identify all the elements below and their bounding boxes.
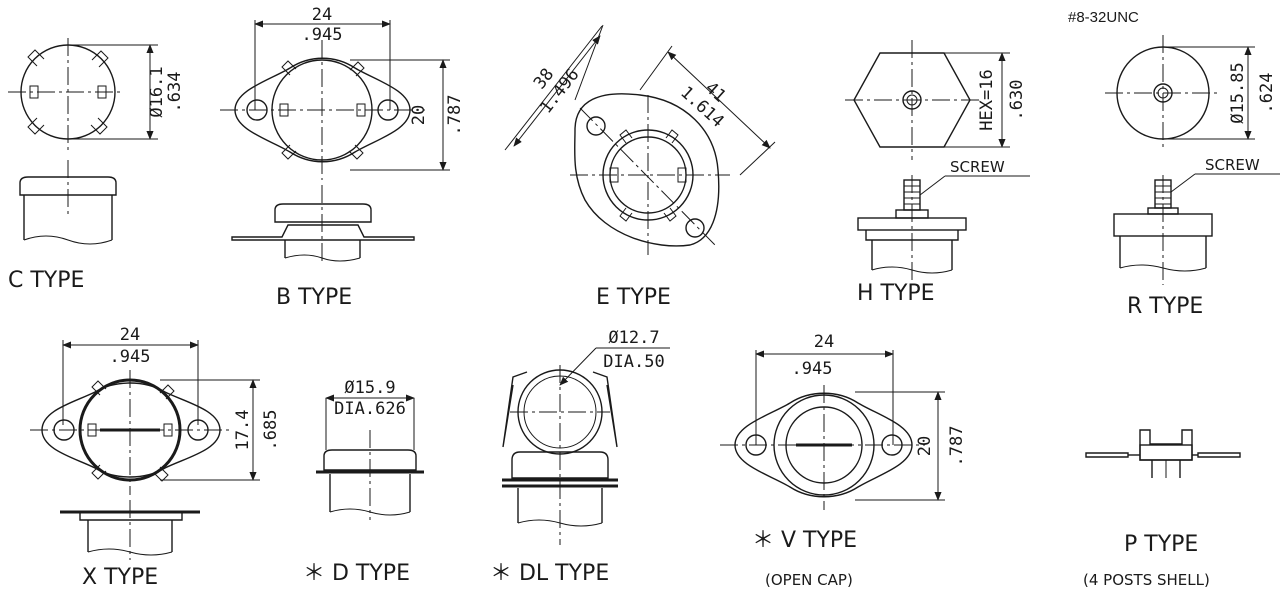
p-type-sub: (4 POSTS SHELL) xyxy=(1083,571,1210,589)
r-type-top-view xyxy=(1105,35,1220,150)
x-type-side-view xyxy=(60,500,200,560)
r-type-dim-mm: Ø15.85 xyxy=(1228,62,1248,123)
x-type-width-mm: 24 xyxy=(120,325,140,345)
v-type-sub: (OPEN CAP) xyxy=(765,571,853,589)
p-type-side-view xyxy=(1085,429,1241,478)
v-type-width-in: .945 xyxy=(792,359,833,379)
b-type-label: B TYPE xyxy=(276,285,352,310)
x-type-drawing: 24 .945 17.4 .685 X xyxy=(30,325,281,590)
dl-type-side-view xyxy=(502,365,618,545)
r-type-drawing: #8-32UNC Ø15.85 .624 SCREW R TY xyxy=(1068,9,1280,319)
h-type-hex: HEX=16 xyxy=(977,69,997,130)
h-type-side-view xyxy=(857,175,967,285)
h-type-hex-in: .630 xyxy=(1007,80,1027,121)
e-type-label: E TYPE xyxy=(596,285,671,310)
dl-type-drawing: Ø12.7 DIA.50 ＊ DL TYPE xyxy=(490,328,670,586)
r-type-screw-label: SCREW xyxy=(1205,156,1260,174)
d-type-dim-in: DIA.626 xyxy=(334,399,406,419)
b-type-width-mm: 24 xyxy=(312,5,332,25)
c-type-top-view xyxy=(8,38,120,150)
p-type-label: P TYPE xyxy=(1124,532,1198,557)
r-type-dim-in: .624 xyxy=(1257,73,1277,114)
dl-type-label: ＊ DL TYPE xyxy=(490,561,609,586)
v-type-height-in: .787 xyxy=(947,426,967,467)
dl-type-dim-in: DIA.50 xyxy=(603,352,664,372)
c-type-label: C TYPE xyxy=(8,268,84,293)
x-type-label: X TYPE xyxy=(82,565,158,590)
d-type-label: ＊ D TYPE xyxy=(303,561,410,586)
dl-type-dim-mm: Ø12.7 xyxy=(608,328,659,348)
h-type-screw-label: SCREW xyxy=(950,158,1005,176)
h-type-label: H TYPE xyxy=(857,281,935,306)
c-type-drawing: Ø16.1 .634 C TYPE xyxy=(8,38,185,293)
p-type-drawing: P TYPE (4 POSTS SHELL) xyxy=(1083,429,1241,589)
x-type-height-in: .685 xyxy=(261,410,281,451)
b-type-drawing: 24 .945 20 .787 B TYPE xyxy=(220,5,465,310)
c-type-dim-in: .634 xyxy=(165,72,185,113)
r-type-side-view xyxy=(1113,175,1213,285)
r-type-label: R TYPE xyxy=(1127,294,1203,319)
b-type-side-view xyxy=(231,185,415,262)
b-type-top-view xyxy=(220,40,425,180)
d-type-drawing: Ø15.9 DIA.626 ＊ D TYPE xyxy=(303,378,424,586)
c-type-side-view xyxy=(19,160,117,245)
b-type-height-mm: 20 xyxy=(409,105,429,125)
b-type-height-in: .787 xyxy=(445,95,465,136)
x-type-width-in: .945 xyxy=(110,347,151,367)
r-type-thread-label: #8-32UNC xyxy=(1068,9,1139,26)
c-type-dim-mm: Ø16.1 xyxy=(147,66,167,117)
d-type-side-view xyxy=(316,430,424,520)
v-type-top-view xyxy=(720,385,925,510)
v-type-label: ＊ V TYPE xyxy=(752,528,857,553)
x-type-height-mm: 17.4 xyxy=(233,410,253,451)
h-type-drawing: HEX=16 .630 SCREW H TYPE xyxy=(845,40,1030,306)
v-type-width-mm: 24 xyxy=(814,332,834,352)
b-type-width-in: .945 xyxy=(302,25,343,45)
h-type-top-view xyxy=(845,40,980,160)
e-type-drawing: 38 1.496 41 1.614 E TYPE xyxy=(504,24,776,310)
x-type-top-view xyxy=(30,370,232,495)
d-type-dim-mm: Ø15.9 xyxy=(344,378,395,398)
v-type-height-mm: 20 xyxy=(915,436,935,456)
v-type-drawing: 24 .945 20 .787 ＊ V TYPE (OPEN CAP) xyxy=(720,332,967,589)
